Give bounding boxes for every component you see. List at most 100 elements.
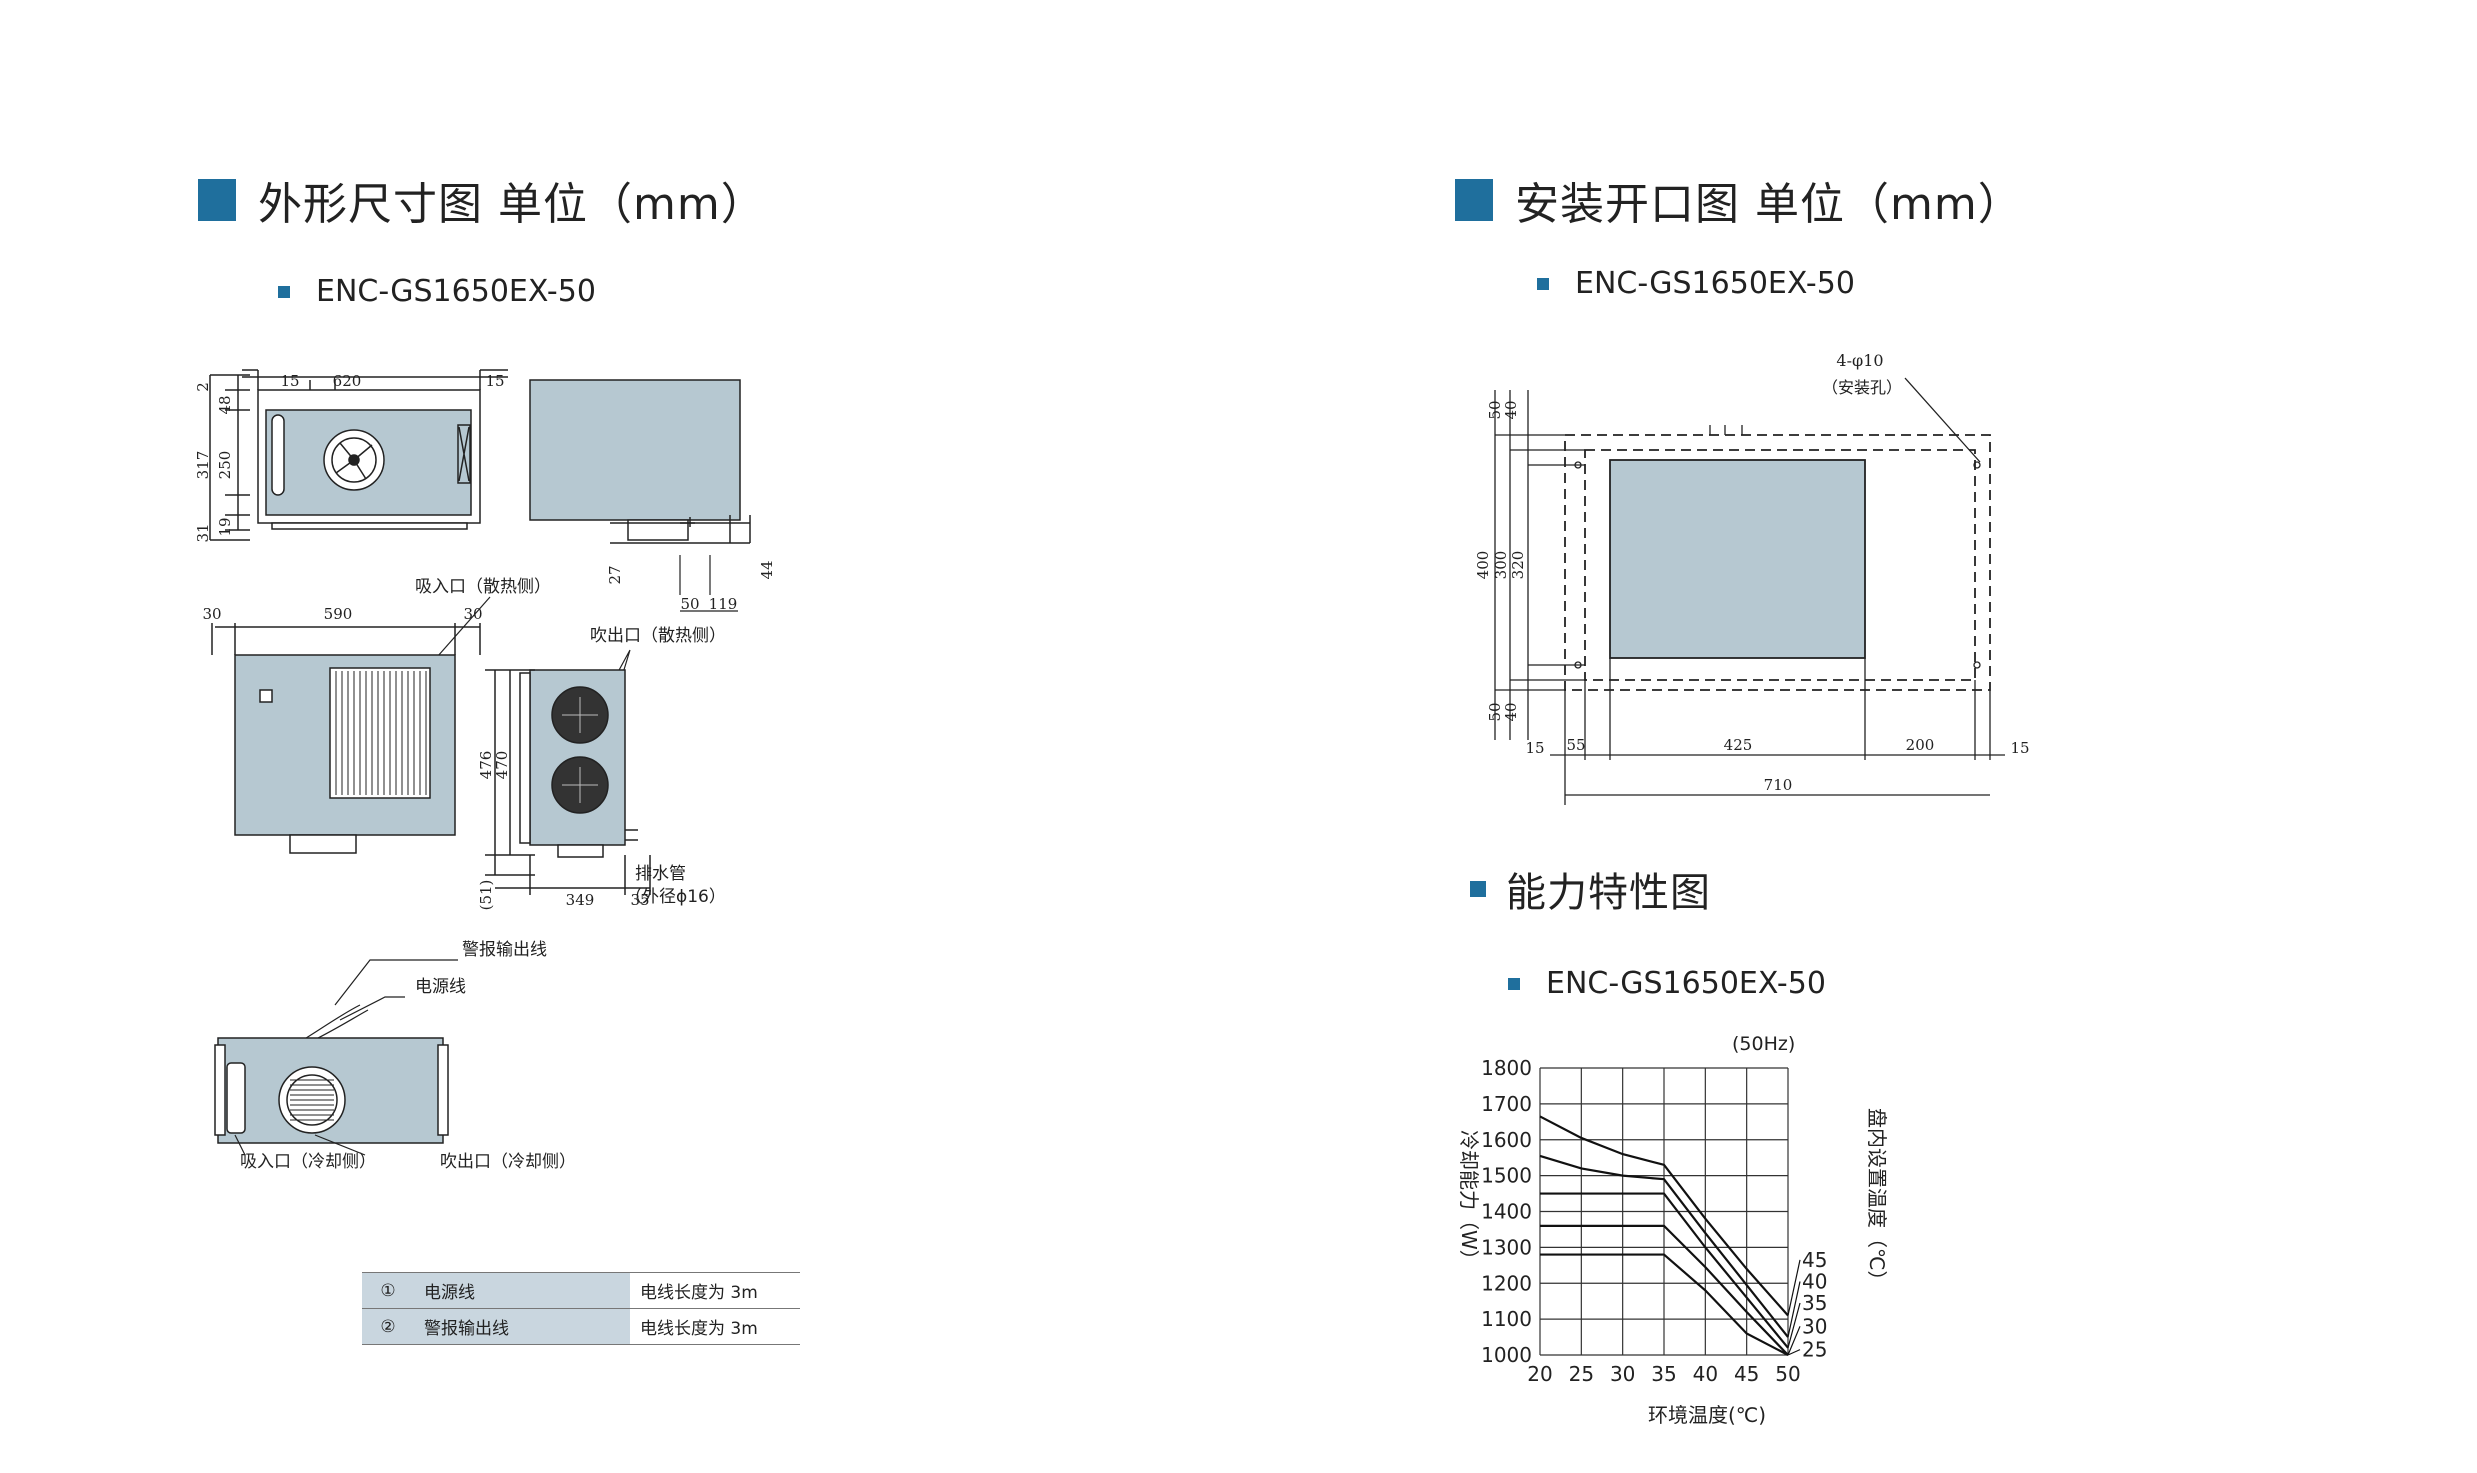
table-row: ① 电源线 电线长度为 3m (362, 1272, 800, 1309)
bullet-square-icon (278, 285, 290, 298)
chart-note: (50Hz) (1732, 1033, 1795, 1055)
y-tick-label: 1400 (1481, 1200, 1532, 1224)
y-tick-label: 1700 (1481, 1092, 1532, 1116)
dim-15-right: 15 (2010, 739, 2029, 757)
dim-15-right: 15 (485, 372, 504, 390)
outline-title: 外形尺寸图 单位（mm） (258, 179, 766, 230)
series-label-leader (1787, 1349, 1801, 1356)
front-grille (329, 667, 431, 799)
series-line-25 (1540, 1253, 1789, 1356)
chart-grid (1539, 1067, 1789, 1356)
series-line-45 (1539, 1115, 1789, 1317)
series-label-45: 45 (1802, 1248, 1827, 1272)
dim-44: 44 (758, 560, 776, 579)
dim-2: 2 (194, 382, 212, 392)
chart-xlabel: 环境温度(℃) (1648, 1403, 1766, 1427)
panel-outline-dashed (1564, 434, 1991, 691)
outline-section-header: 外形尺寸图 单位（mm） (198, 168, 766, 232)
label-power-line: 电源线 (415, 977, 466, 997)
bullet-square-icon (1537, 277, 1549, 290)
dim-710: 710 (1764, 776, 1793, 794)
dim-50-bottom: 50 (1486, 702, 1504, 721)
x-tick-label: 25 (1569, 1362, 1594, 1386)
y-tick-label: 1200 (1481, 1271, 1532, 1295)
side-top-body (529, 379, 741, 521)
series-label-25: 25 (1802, 1338, 1827, 1362)
table-row: ② 警报输出线 电线长度为 3m (362, 1308, 800, 1345)
outline-model-header: ENC-GS1650EX-50 (278, 274, 596, 309)
dim-31: 31 (194, 523, 212, 542)
outline-model: ENC-GS1650EX-50 (316, 274, 596, 309)
y-tick-label: 1100 (1481, 1307, 1532, 1331)
holes-note: （安装孔） (1822, 378, 1902, 397)
section-square-icon (198, 179, 236, 221)
bullet-square-icon (1470, 881, 1486, 897)
x-tick-label: 20 (1527, 1362, 1552, 1386)
legend-value: 电线长度为 3m (630, 1308, 800, 1345)
label-alarm-line: 警报输出线 (462, 940, 547, 960)
y-tick-label: 1500 (1481, 1164, 1532, 1188)
series-label-leader (1787, 1302, 1801, 1348)
cutout-opening (1609, 459, 1866, 659)
dim-200: 200 (1906, 736, 1935, 754)
series-label-leader (1787, 1281, 1801, 1338)
series-label-40: 40 (1802, 1269, 1827, 1293)
dim-620: 620 (333, 372, 362, 390)
label-drain-pipe: 排水管 (635, 864, 686, 884)
dim-320: 320 (1509, 551, 1527, 580)
dim-317: 317 (194, 451, 212, 480)
x-tick-label: 40 (1693, 1362, 1718, 1386)
dim-48: 48 (216, 395, 234, 414)
dim-30-right: 30 (463, 605, 482, 623)
dim-300: 300 (1492, 551, 1510, 580)
dim-19: 19 (216, 517, 234, 536)
performance-model: ENC-GS1650EX-50 (1546, 966, 1826, 1001)
install-model-header: ENC-GS1650EX-50 (1537, 266, 1855, 301)
dim-30-left: 30 (202, 605, 221, 623)
x-tick-label: 35 (1651, 1362, 1676, 1386)
outline-drawings: 620 15 15 2 48 317 250 31 19 27 44 50 11… (194, 369, 776, 1172)
dim-50: 50 (680, 595, 699, 613)
dim-35: 35 (630, 891, 649, 909)
label-outlet-cool: 吹出口（冷却侧） (440, 1152, 576, 1172)
series-label-35: 35 (1802, 1291, 1827, 1315)
series-label-leader (1787, 1259, 1801, 1316)
legend-num: ② (362, 1308, 414, 1345)
holes-label: 4-φ10 (1836, 351, 1883, 370)
x-tick-label: 30 (1610, 1362, 1635, 1386)
install-cutout-drawing: 4-φ10 （安装孔） 50 40 400 300 320 50 40 15 5… (1474, 351, 2030, 805)
dim-40-bottom: 40 (1502, 702, 1520, 721)
series-line-40 (1539, 1154, 1789, 1338)
performance-model-header: ENC-GS1650EX-50 (1508, 966, 1826, 1001)
series-label-leader (1787, 1326, 1801, 1356)
chart-series (1539, 1115, 1789, 1356)
x-tick-label: 50 (1775, 1362, 1800, 1386)
y-tick-label: 1000 (1481, 1343, 1532, 1367)
install-title: 安装开口图 单位（mm） (1515, 179, 2023, 230)
dim-400: 400 (1474, 551, 1492, 580)
dim-250: 250 (216, 451, 234, 480)
install-section-header: 安装开口图 单位（mm） (1455, 168, 2023, 232)
label-suction-heat: 吸入口（散热侧） (415, 577, 551, 597)
y-tick-label: 1800 (1481, 1056, 1532, 1080)
performance-section-header: 能力特性图 (1470, 860, 1711, 918)
x-tick-label: 45 (1734, 1362, 1759, 1386)
dim-590: 590 (324, 605, 353, 623)
dim-349: 349 (566, 891, 595, 909)
dim-119: 119 (709, 595, 738, 613)
dim-27: 27 (606, 565, 624, 584)
legend-name: 警报输出线 (414, 1308, 630, 1345)
series-line-35 (1540, 1192, 1789, 1349)
series-label-30: 30 (1802, 1314, 1827, 1338)
install-model: ENC-GS1650EX-50 (1575, 266, 1855, 301)
dim-15-left: 15 (1525, 739, 1544, 757)
label-suction-cool: 吸入口（冷却侧） (240, 1152, 376, 1172)
performance-title: 能力特性图 (1506, 870, 1711, 916)
y-tick-label: 1300 (1481, 1235, 1532, 1259)
dim-476: 476 (477, 751, 495, 780)
chart-ylabel: 冷却能力（W） (1457, 1130, 1481, 1270)
dim-425: 425 (1724, 736, 1753, 754)
dim-15-left: 15 (280, 372, 299, 390)
legend-num: ① (362, 1272, 414, 1309)
